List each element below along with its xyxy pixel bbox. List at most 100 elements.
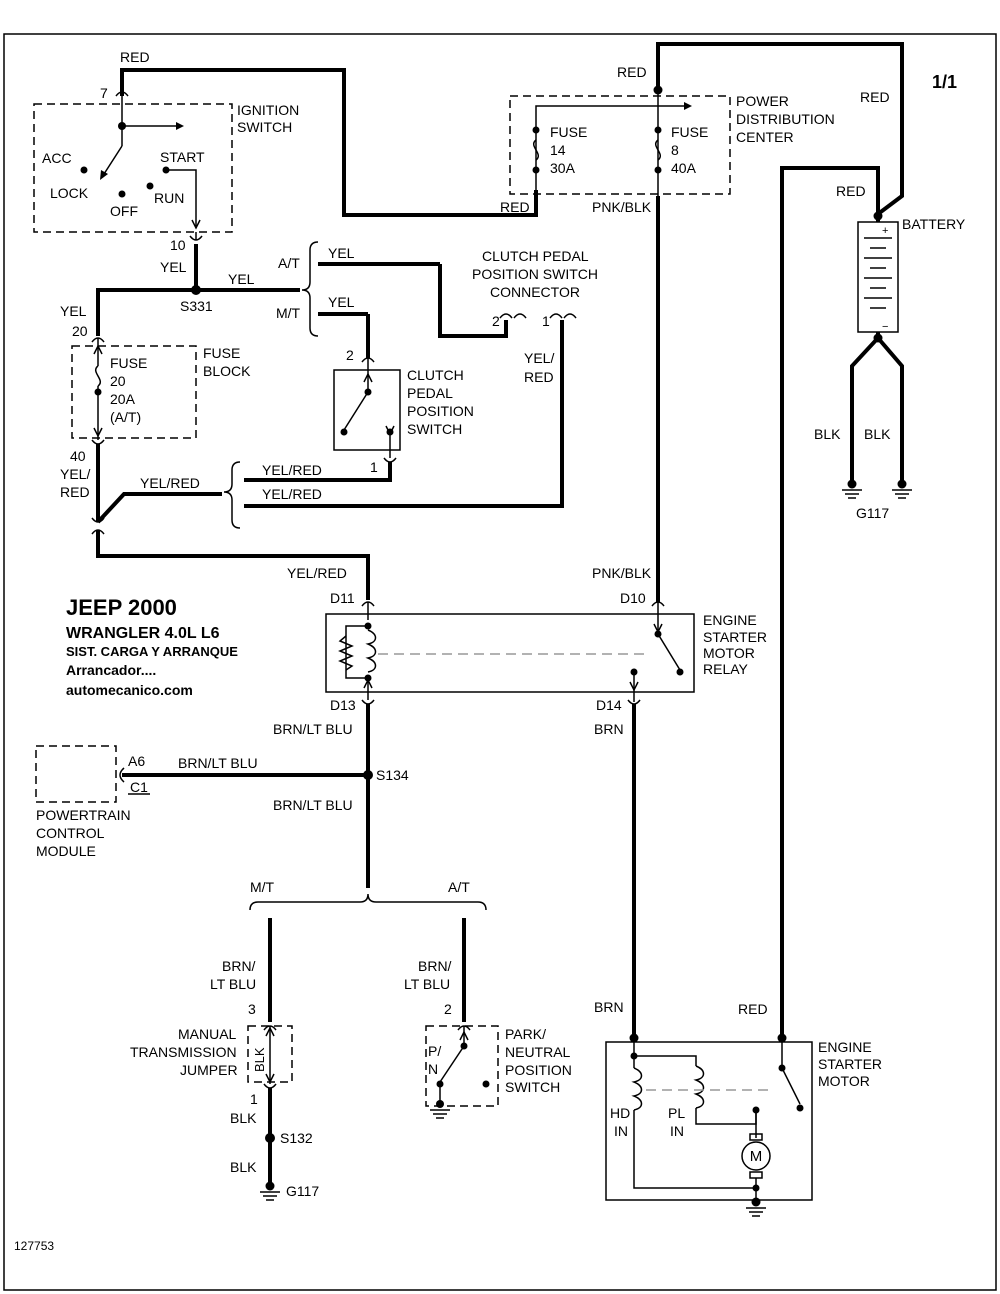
wire-label-brn-lt-blu-at-2: LT BLU xyxy=(404,976,450,992)
ground-label-g117-battery: G117 xyxy=(856,505,889,521)
clutch-sw-label-3: POSITION xyxy=(407,403,474,419)
battery-label: BATTERY xyxy=(902,216,966,232)
fuse14-line2: 14 xyxy=(550,142,566,158)
ign-pos-lock: LOCK xyxy=(50,185,89,201)
battery-plus: + xyxy=(882,225,888,237)
wire-yel-red-connector xyxy=(244,320,564,508)
wire-label-brn-lt-blu-at-1: BRN/ xyxy=(418,958,452,974)
fuse20-line2: 20 xyxy=(110,373,126,389)
wire-label-yel-at: YEL xyxy=(328,245,355,261)
clutch-pedal-switch xyxy=(333,357,401,463)
relay-label-4: RELAY xyxy=(703,661,749,677)
splice-label-s132: S132 xyxy=(280,1130,313,1146)
wire-label-red-top: RED xyxy=(120,49,150,65)
battery-minus: − xyxy=(882,321,888,333)
wire-label-red-right: RED xyxy=(860,89,890,105)
jumper-pin-3: 3 xyxy=(248,1001,256,1017)
ground-label-g117-bottom: G117 xyxy=(286,1183,319,1199)
wire-red-ignition-feed xyxy=(120,68,538,217)
battery xyxy=(850,211,904,484)
wire-yel-red-clutch-switch xyxy=(244,462,392,482)
wire-yel-at-connector xyxy=(438,264,508,338)
fuse20-line1: FUSE xyxy=(110,355,147,371)
pn-label-n: N xyxy=(428,1061,438,1077)
wire-label-red-pdc: RED xyxy=(617,64,647,80)
relay-pin-d11: D11 xyxy=(330,590,355,606)
starter-motor-relay xyxy=(325,601,695,705)
pn-label-1: PARK/ xyxy=(505,1026,546,1042)
wire-red-battery-starter xyxy=(780,166,880,1038)
wire-label-yel-red-branch: YEL/RED xyxy=(140,475,200,491)
option-label-mt-bottom: M/T xyxy=(250,879,275,895)
splice-s132 xyxy=(265,1133,275,1143)
pn-pin-2: 2 xyxy=(444,1001,452,1017)
clutch-conn-label-3: CONNECTOR xyxy=(490,284,580,300)
option-bracket-yel-red xyxy=(223,461,241,529)
starter-hd-2: IN xyxy=(614,1123,628,1139)
wire-yel-red-fuse-relay xyxy=(91,444,370,600)
pdc-splice-dot xyxy=(653,85,663,95)
wire-label-yel-mt: YEL xyxy=(328,294,355,310)
starter-label-1: ENGINE xyxy=(818,1039,872,1055)
relay-pin-d14: D14 xyxy=(596,697,622,713)
option-bracket-at-mt xyxy=(301,241,440,337)
fuse8-line3: 40A xyxy=(671,160,697,176)
ground-g117-battery xyxy=(842,479,912,499)
wire-label-red-starter: RED xyxy=(738,1001,768,1017)
fuse-block-label-1: FUSE xyxy=(203,345,240,361)
starter-motor-symbol: M xyxy=(750,1148,763,1165)
fuse8-line2: 8 xyxy=(671,142,679,158)
ignition-switch xyxy=(33,91,233,241)
jumper-wire-blk: BLK xyxy=(252,1047,267,1072)
title-line-3: SIST. CARGA Y ARRANQUE xyxy=(66,644,238,659)
wire-label-blk-bat-1: BLK xyxy=(814,426,841,442)
relay-pin-d13: D13 xyxy=(330,697,356,713)
fuse20-line3: 20A xyxy=(110,391,136,407)
wire-label-brn-starter: BRN xyxy=(594,999,624,1015)
relay-label-3: MOTOR xyxy=(703,645,755,661)
jumper-label-2: TRANSMISSION xyxy=(130,1044,237,1060)
title-line-1: JEEP 2000 xyxy=(66,595,177,620)
wire-label-red-battery: RED xyxy=(836,183,866,199)
jumper-label-3: JUMPER xyxy=(180,1062,238,1078)
ign-pin-10: 10 xyxy=(170,237,186,253)
page-border xyxy=(3,33,997,1291)
starter-pl-2: IN xyxy=(670,1123,684,1139)
clutch-sw-label-4: SWITCH xyxy=(407,421,462,437)
ign-pos-start: START xyxy=(160,149,205,165)
wire-label-yel-red-relay: YEL/RED xyxy=(287,565,347,581)
option-label-mt: M/T xyxy=(276,305,301,321)
power-distribution-center xyxy=(509,92,731,200)
wire-label-yel-red-fb-1: YEL/ xyxy=(60,466,90,482)
title-line-5: automecanico.com xyxy=(66,682,193,698)
wire-label-yel-red-fb-2: RED xyxy=(60,484,90,500)
clutch-connector xyxy=(499,313,577,319)
pcm-label-2: CONTROL xyxy=(36,825,105,841)
ign-label-1: IGNITION xyxy=(237,102,299,118)
option-label-at-bottom: A/T xyxy=(448,879,470,895)
splice-label-s331: S331 xyxy=(180,298,213,314)
pn-label-p: P/ xyxy=(428,1043,441,1059)
clutch-conn-pin-1: 1 xyxy=(542,313,550,329)
relay-label-1: ENGINE xyxy=(703,612,757,628)
fuse-block-pin-40: 40 xyxy=(70,448,86,464)
wire-label-yel-ign: YEL xyxy=(160,259,187,275)
page-number: 1/1 xyxy=(932,72,957,92)
wire-label-yel-red-conn-1: YEL/ xyxy=(524,350,554,366)
ign-pos-run: RUN xyxy=(154,190,184,206)
clutch-conn-pin-2: 2 xyxy=(492,313,500,329)
starter-pl-1: PL xyxy=(668,1105,685,1121)
wire-label-brn-lt-blu-relay: BRN/LT BLU xyxy=(273,721,353,737)
fuse8-line1: FUSE xyxy=(671,124,708,140)
powertrain-control-module xyxy=(35,745,368,803)
wire-label-yel-left: YEL xyxy=(60,303,87,319)
fuse14-line3: 30A xyxy=(550,160,576,176)
fuse-block-label-2: BLOCK xyxy=(203,363,251,379)
wire-label-yel-red-sw: YEL/RED xyxy=(262,462,322,478)
ground-g117-bottom xyxy=(260,1181,280,1201)
wire-label-blk-bat-2: BLK xyxy=(864,426,891,442)
wire-label-brn-relay: BRN xyxy=(594,721,624,737)
title-line-2: WRANGLER 4.0L L6 xyxy=(66,625,220,642)
park-neutral-position-switch xyxy=(425,1025,499,1119)
